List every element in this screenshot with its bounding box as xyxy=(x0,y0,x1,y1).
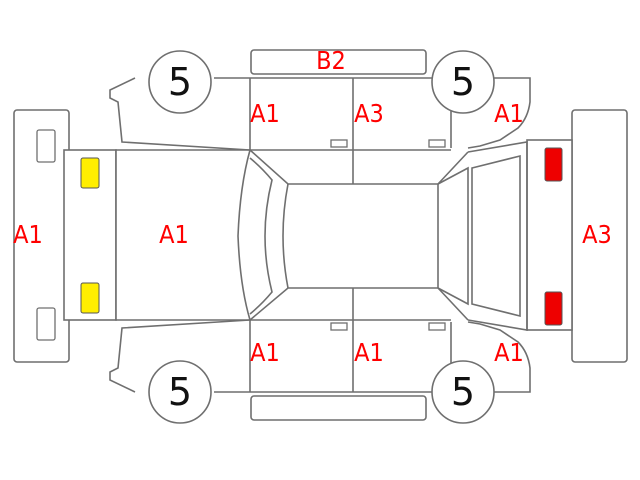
code-front-door-bottom: A1 xyxy=(250,338,280,367)
front-bumper-top-slot xyxy=(36,129,56,163)
front-lamp-bottom xyxy=(80,282,100,314)
wheel-front-left: 5 xyxy=(148,50,212,114)
cabin-top-view xyxy=(249,141,528,331)
code-hood: A1 xyxy=(159,220,189,249)
code-front-door-top: A1 xyxy=(250,99,280,128)
rear-glass-outline xyxy=(437,166,469,306)
code-rear-bumper: A3 xyxy=(582,220,612,249)
code-rear-door-bottom: A1 xyxy=(354,338,384,367)
roof-rail-top xyxy=(250,49,427,75)
top-front-door-handle xyxy=(330,139,348,148)
bottom-body-line xyxy=(214,321,531,393)
wheel-rear-right-number: 5 xyxy=(451,370,475,414)
wheel-rear-right-circle xyxy=(431,360,495,424)
code-rear-quarter-top: A1 xyxy=(494,99,524,128)
top-front-fender xyxy=(109,77,251,151)
front-lamp-top xyxy=(80,157,100,189)
top-body-line xyxy=(214,77,531,149)
hood-panel xyxy=(115,149,252,321)
front-windshield xyxy=(282,183,289,289)
wheel-rear-left-circle xyxy=(431,50,495,114)
rear-lamp-bottom xyxy=(544,291,563,326)
wheel-front-right: 5 xyxy=(148,360,212,424)
code-roof-rail-top: B2 xyxy=(316,46,346,75)
trunk-inner xyxy=(471,154,521,318)
code-front-bumper: A1 xyxy=(13,220,43,249)
trunk-lid xyxy=(467,141,528,331)
rear-bumper xyxy=(526,109,628,363)
wheel-rear-left: 5 xyxy=(431,50,495,114)
bottom-side-profile xyxy=(109,288,531,421)
code-rear-quarter-bottom: A1 xyxy=(494,338,524,367)
windshield-bottom-edge xyxy=(249,287,469,321)
wheel-front-right-circle xyxy=(148,360,212,424)
bottom-front-door-handle xyxy=(330,322,348,331)
wheel-rear-right: 5 xyxy=(431,360,495,424)
bottom-front-fender xyxy=(109,319,251,393)
roof-rail-bottom xyxy=(250,395,427,421)
wheel-front-left-circle xyxy=(148,50,212,114)
bottom-rear-door-handle xyxy=(428,322,446,331)
wheel-rear-left-number: 5 xyxy=(451,60,475,104)
front-bumper-bottom-slot xyxy=(36,307,56,341)
top-rear-door-handle xyxy=(428,139,446,148)
code-rear-door-top: A3 xyxy=(354,99,384,128)
wheel-front-left-number: 5 xyxy=(168,60,192,104)
rear-lamp-top xyxy=(544,147,563,182)
windshield-inner-line xyxy=(249,157,273,315)
wheel-front-right-number: 5 xyxy=(168,370,192,414)
windshield-top-edge xyxy=(249,149,469,185)
